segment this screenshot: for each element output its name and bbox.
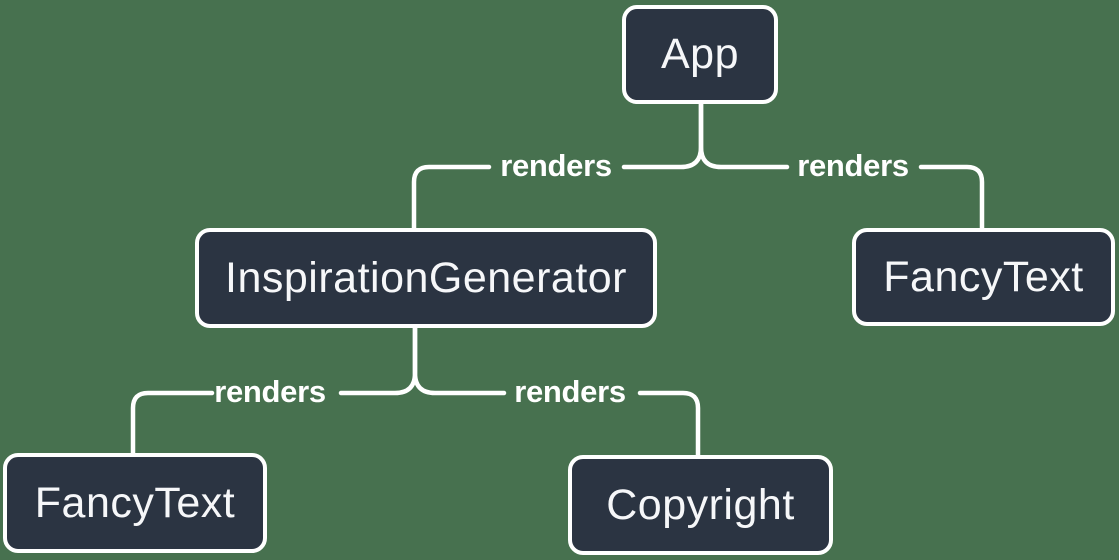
- edge-label-renders-app-inspirationgenerator: renders: [500, 148, 612, 183]
- node-app-label: App: [660, 30, 739, 78]
- node-fancy-text-top-label: FancyText: [883, 252, 1084, 301]
- node-inspiration-generator: InspirationGenerator: [195, 228, 657, 328]
- edge-label-renders-inspirationgenerator-copyright: renders: [514, 374, 626, 409]
- node-copyright-label: Copyright: [606, 480, 795, 529]
- node-fancy-text-bottom: FancyText: [3, 453, 267, 553]
- edge-label-renders-app-fancytext: renders: [797, 148, 909, 183]
- node-app: App: [622, 5, 778, 104]
- node-inspiration-generator-label: InspirationGenerator: [225, 253, 627, 302]
- node-copyright: Copyright: [568, 455, 833, 555]
- edge-label-renders-inspirationgenerator-fancytext: renders: [214, 374, 326, 409]
- edge-app-to-fancytext: [698, 101, 985, 233]
- edge-inspirationgenerator-to-copyright: [412, 325, 701, 460]
- node-fancy-text-top: FancyText: [852, 228, 1115, 326]
- node-fancy-text-bottom-label: FancyText: [34, 478, 236, 527]
